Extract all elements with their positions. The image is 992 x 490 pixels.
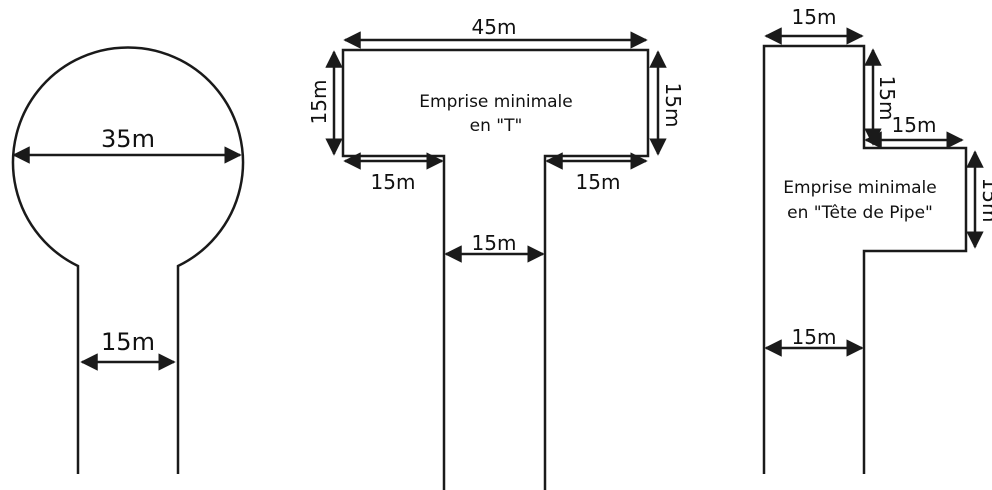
t-right-height-label: 15m	[661, 83, 685, 128]
pipe-top-width-label: 15m	[792, 5, 837, 29]
t-left-arm-label: 15m	[371, 170, 416, 194]
pipe-notch-height-label: 15m	[875, 76, 899, 121]
pipe-road-width-label: 15m	[792, 325, 837, 349]
t-top-width-label: 45m	[472, 15, 517, 39]
t-road-width-label: 15m	[472, 231, 517, 255]
pipe-head-turnaround-outline	[762, 44, 968, 474]
pipe-arm-width-label: 15m	[892, 113, 937, 137]
circle-diameter-label: 35m	[101, 125, 155, 153]
t-caption-line-1: Emprise minimale	[419, 92, 572, 112]
t-left-height-label: 15m	[307, 80, 331, 125]
pipe-caption-line-2: en "Tête de Pipe"	[787, 203, 933, 223]
road-width-label-1: 15m	[101, 328, 155, 356]
pipe-caption-line-1: Emprise minimale	[783, 178, 936, 198]
circular-turnaround-diagram: 35m 15m	[11, 46, 245, 474]
circular-turnaround-outline	[11, 46, 245, 474]
t-turnaround-diagram: 45m 15m 15m Emprise minimale en "T" 15m …	[307, 15, 685, 490]
t-right-arm-label: 15m	[576, 170, 621, 194]
pipe-head-turnaround-diagram: 15m 15m 15m 15m Emprise minimale en "Têt…	[762, 5, 992, 474]
t-caption-line-2: en "T"	[470, 116, 523, 136]
pipe-arm-height-label: 15m	[978, 178, 992, 223]
